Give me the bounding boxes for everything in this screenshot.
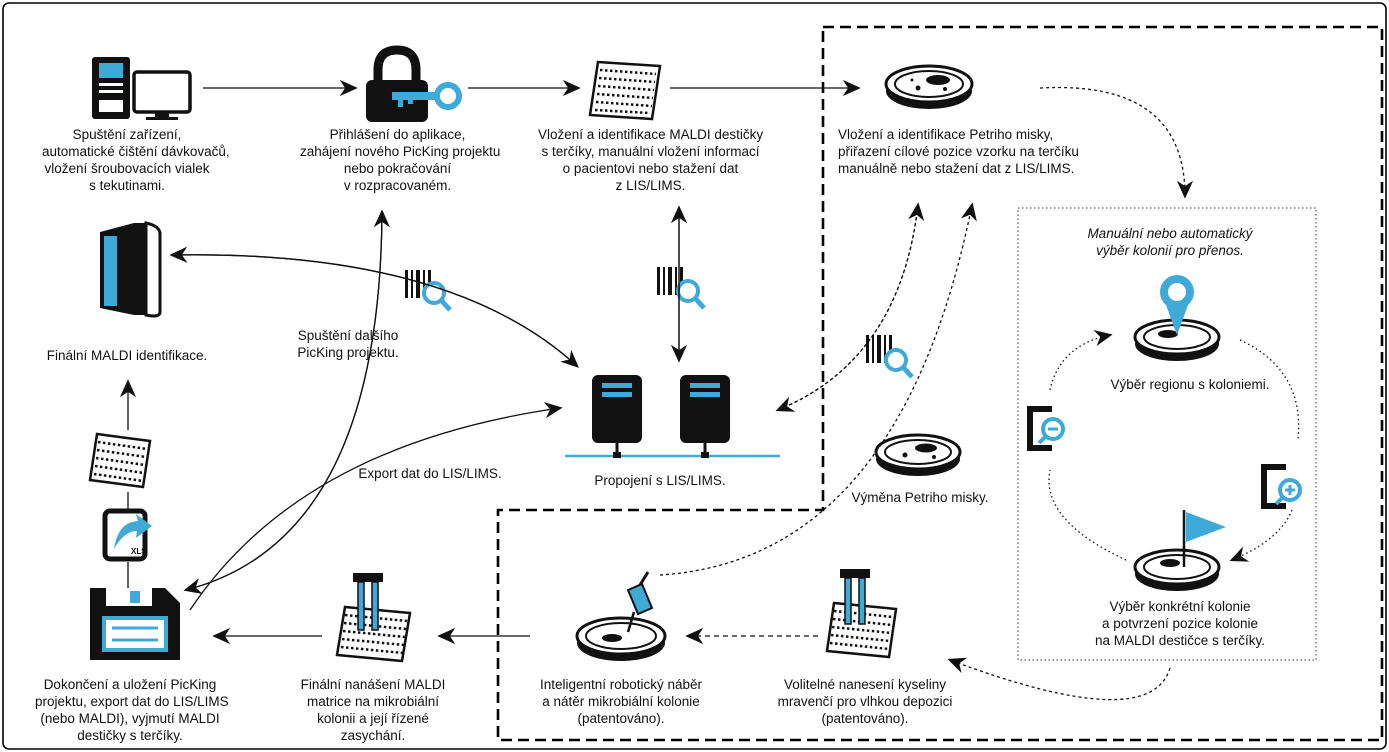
- barcode-scan-icon: [866, 335, 914, 379]
- zoom-in-icon: [1261, 464, 1302, 509]
- dispenser-plate-icon: [825, 569, 898, 659]
- step-lis-link-label: Propojení s LIS/LIMS.: [594, 473, 726, 488]
- floppy-disk-icon: [90, 588, 180, 660]
- maldi-instrument-icon: [100, 221, 162, 318]
- step-final-id-label: Finální MALDI identifikace.: [46, 348, 208, 363]
- barcode-scan-icon: [657, 267, 706, 310]
- step-swap-petri-label: Výměna Petriho misky.: [851, 490, 989, 505]
- step-region-label: Výběr regionu s koloniemi.: [1110, 377, 1270, 392]
- step-startup-label: Spuštění zařízení,automatické čištění dá…: [42, 127, 230, 193]
- step-login-label: Přihlášení do aplikace,zahájení nového P…: [300, 127, 501, 193]
- colony-selection-box: [1017, 207, 1317, 661]
- petri-dish-icon: [1133, 548, 1221, 591]
- robotic-picker-icon: [575, 571, 667, 661]
- lock-key-icon: [366, 45, 462, 122]
- step-export-label: Export dat do LIS/LIMS.: [358, 466, 502, 481]
- maldi-plate-icon: [88, 432, 152, 489]
- computer-icon: [92, 57, 192, 120]
- dispenser-plate-icon: [335, 573, 412, 663]
- svg-text:XLS: XLS: [131, 547, 147, 556]
- petri-dish-icon: [884, 64, 974, 109]
- zoom-out-icon: [1027, 406, 1065, 451]
- step-petri-insert-label: Vložení a identifikace Petriho misky,při…: [838, 127, 1079, 176]
- maldi-plate-icon: [588, 60, 662, 121]
- instrument-region-boundary: [496, 25, 1384, 742]
- flag-icon: [1182, 510, 1226, 567]
- petri-dish-icon: [874, 433, 962, 476]
- petri-dish-icon: [1133, 318, 1221, 361]
- location-pin-icon: [1160, 275, 1194, 335]
- xls-file-icon: XLS: [102, 508, 152, 562]
- servers-icon: [565, 375, 780, 458]
- connector-arrows: [119, 79, 1300, 701]
